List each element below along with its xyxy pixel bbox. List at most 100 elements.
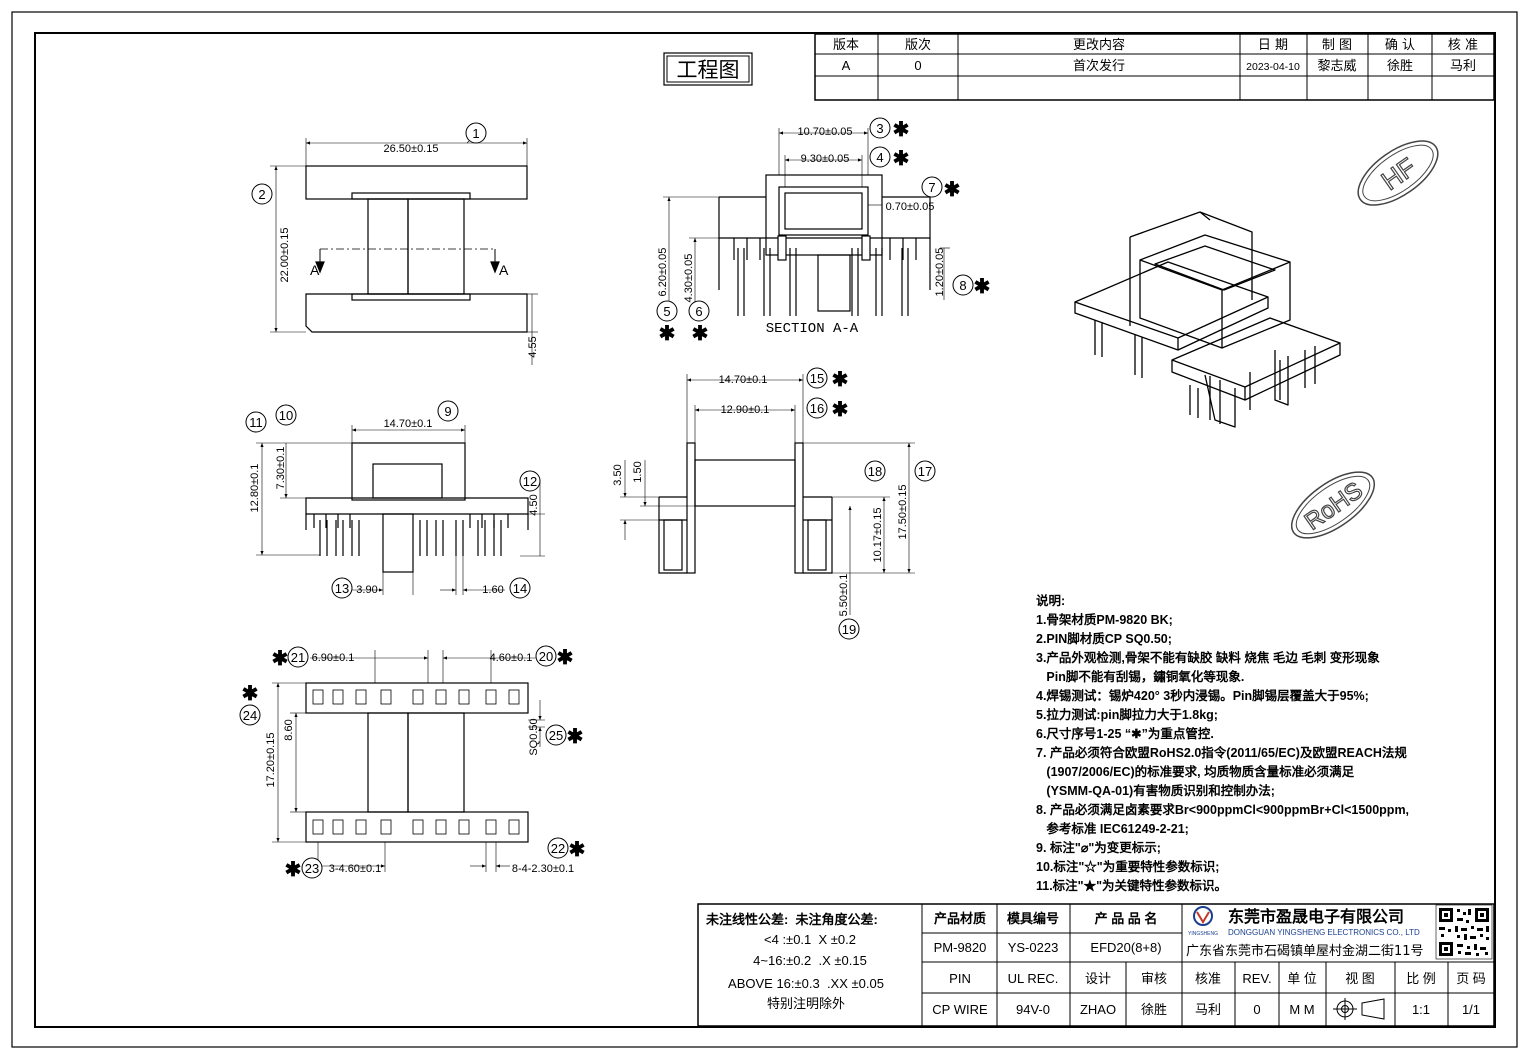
svg-text:21: 21 (291, 650, 305, 665)
balloon-23: 23 (301, 857, 323, 879)
rev-cell-drawn: 黎志威 (1317, 59, 1356, 74)
row4-ul: 94V-0 (1016, 1002, 1050, 1017)
title-box: 工程图 (663, 52, 753, 86)
note-line-11: 8. 产品必须满足卤素要求Br<900ppmCl<900ppmBr+Cl<150… (1036, 802, 1409, 817)
tolerance-header: 未注线性公差: 未注角度公差: (705, 912, 878, 927)
svg-text:3: 3 (876, 121, 883, 136)
projection-symbol (1333, 998, 1385, 1020)
svg-text:9: 9 (444, 404, 451, 419)
svg-text:10: 10 (279, 408, 293, 423)
notes-block: 说明: 1.骨架材质PM-9820 BK; 2.PIN脚材质CP SQ0.50;… (1036, 593, 1409, 893)
tolerance-block: 未注线性公差: 未注角度公差: <4 :±0.1 X ±0.2 4~16:±0.… (705, 912, 884, 1011)
title-box-text: 工程图 (677, 58, 740, 82)
view-bottom-text: 6.90±0.1 4.60±0.1 17.20±0.15 8.60 SQ0.50… (265, 652, 574, 875)
balloon-9: 9 (437, 400, 459, 422)
svg-text:12: 12 (523, 474, 537, 489)
note-line-3: 3.产品外观检测,骨架不能有缺胶 缺料 烧焦 毛边 毛刺 变形现象 (1036, 650, 1380, 665)
revision-table: 版本 版次 更改内容 日 期 制 图 确 认 核 准 A 0 首次发行 2023… (814, 33, 1495, 101)
row4-page: 1/1 (1462, 1002, 1480, 1017)
core-body-right (407, 198, 465, 295)
view-section-text: 10.70±0.05 9.30±0.05 0.70±0.05 1.20±0.05… (657, 126, 946, 337)
dim-4-50: 4.50 (528, 494, 540, 515)
note-line-14: 10.标注"☆"为重要特性参数标识; (1036, 859, 1219, 874)
dim-6-90: 6.90±0.1 (312, 652, 355, 664)
dim-1-20: 1.20±0.05 (934, 248, 946, 297)
view-top (270, 137, 538, 365)
rev-header-version: 版本 (833, 38, 859, 53)
dim-5-50: 5.50±0.1 (838, 574, 850, 617)
row4-review: 徐胜 (1141, 1002, 1167, 1017)
view-section (663, 128, 950, 318)
top-flange-step (351, 192, 471, 200)
company-logo-text: YINGSHENG (1188, 931, 1218, 937)
row4-pin: CP WIRE (932, 1002, 988, 1017)
balloon-20: 20 (535, 645, 557, 667)
section-marker-left: A (310, 262, 320, 278)
note-line-15: 11.标注"★"为关键特性参数标识。 (1036, 878, 1227, 893)
key-dimension-stars: ✱ ✱ ✱ ✱ ✱ ✱ ✱ ✱ ✱ ✱ ✱ ✱ ✱ ✱ (242, 119, 991, 881)
balloon-10: 10 (275, 404, 297, 426)
dim-3-50: 3.50 (612, 464, 624, 485)
row4-rev: 0 (1253, 1002, 1260, 1017)
svg-text:2: 2 (258, 187, 265, 202)
view-side (620, 374, 915, 615)
balloon-24: 24 (239, 704, 261, 726)
label-product-name: 产 品 品 名 (1095, 911, 1158, 926)
dim-14-70-front: 14.70±0.1 (384, 418, 433, 430)
section-label: SECTION A-A (766, 321, 859, 337)
balloon-4: 4 (869, 146, 891, 168)
dim-22-00: 22.00±0.15 (279, 228, 291, 283)
company-logo: YINGSHENG (1188, 906, 1218, 937)
dim-1-60: 1.60 (482, 584, 503, 596)
svg-text:18: 18 (868, 464, 882, 479)
title-block-text: 产品材质 模具编号 产 品 品 名 PM-9820 YS-0223 EFD20(… (932, 911, 1486, 1017)
balloon-12: 12 (519, 470, 541, 492)
rev-header-drawn: 制 图 (1322, 38, 1352, 53)
star-4: ✱ (893, 148, 910, 170)
balloons: 1 2 3 4 7 8 5 6 11 10 9 12 13 14 15 16 1… (239, 117, 974, 879)
star-24: ✱ (242, 683, 259, 705)
title-block (697, 903, 1495, 1027)
balloon-6: 6 (688, 300, 710, 322)
value-mold-no: YS-0223 (1008, 940, 1059, 955)
note-line-5: 4.焊锡测试：锡炉420° 3秒内浸锡。Pin脚锡层覆盖大于95%; (1036, 688, 1369, 703)
drawing-frame (34, 32, 1496, 1028)
svg-text:4: 4 (876, 150, 883, 165)
star-15: ✱ (832, 369, 849, 391)
row4-unit: M M (1289, 1002, 1314, 1017)
bottom-flange (305, 293, 528, 333)
company-name-cn: 东莞市盈晟电子有限公司 (1228, 907, 1404, 926)
company-address: 广东省东莞市石碣镇单屋村金湖二街11号 (1186, 943, 1424, 959)
star-5: ✱ (659, 323, 676, 345)
value-material: PM-9820 (934, 940, 987, 955)
balloon-7: 7 (921, 176, 943, 198)
hf-stamp: HF (1357, 140, 1439, 206)
note-line-2: 2.PIN脚材质CP SQ0.50; (1036, 631, 1172, 646)
qr-code (1435, 904, 1493, 960)
row3-pin: PIN (949, 971, 971, 986)
balloon-2: 2 (251, 183, 273, 205)
view-front-text: 14.70±0.1 12.80±0.1 7.30±0.1 4.50 3.90 1… (249, 418, 540, 596)
section-marker-right: A (499, 262, 509, 278)
tolerance-line-4: 特别注明除外 (767, 996, 845, 1011)
star-6: ✱ (692, 323, 709, 345)
dim-4-60: 4.60±0.1 (490, 652, 533, 664)
tolerance-line-3: ABOVE 16:±0.3 .XX ±0.05 (728, 976, 884, 991)
balloon-21: 21 (287, 646, 309, 668)
top-flange (305, 165, 528, 200)
star-3: ✱ (893, 119, 910, 141)
svg-text:8: 8 (959, 278, 966, 293)
row3-scale: 比 例 (1406, 971, 1436, 986)
row4-scale: 1:1 (1412, 1002, 1430, 1017)
dim-4-55: 4.55 (527, 336, 539, 357)
row3-design: 设计 (1085, 971, 1111, 986)
dim-14-70-side: 14.70±0.1 (719, 374, 768, 386)
note-line-1: 1.骨架材质PM-9820 BK; (1036, 612, 1173, 627)
rev-header-confirm: 确 认 (1385, 38, 1415, 53)
svg-text:17: 17 (918, 464, 932, 479)
balloon-14: 14 (509, 577, 531, 599)
tolerance-line-1: <4 :±0.1 X ±0.2 (764, 932, 856, 947)
tolerance-line-2: 4~16:±0.2 .X ±0.15 (753, 953, 867, 968)
rev-cell-confirm: 徐胜 (1387, 59, 1413, 74)
note-line-8: 7. 产品必须符合欧盟RoHS2.0指令(2011/65/EC)及欧盟REACH… (1036, 745, 1407, 760)
